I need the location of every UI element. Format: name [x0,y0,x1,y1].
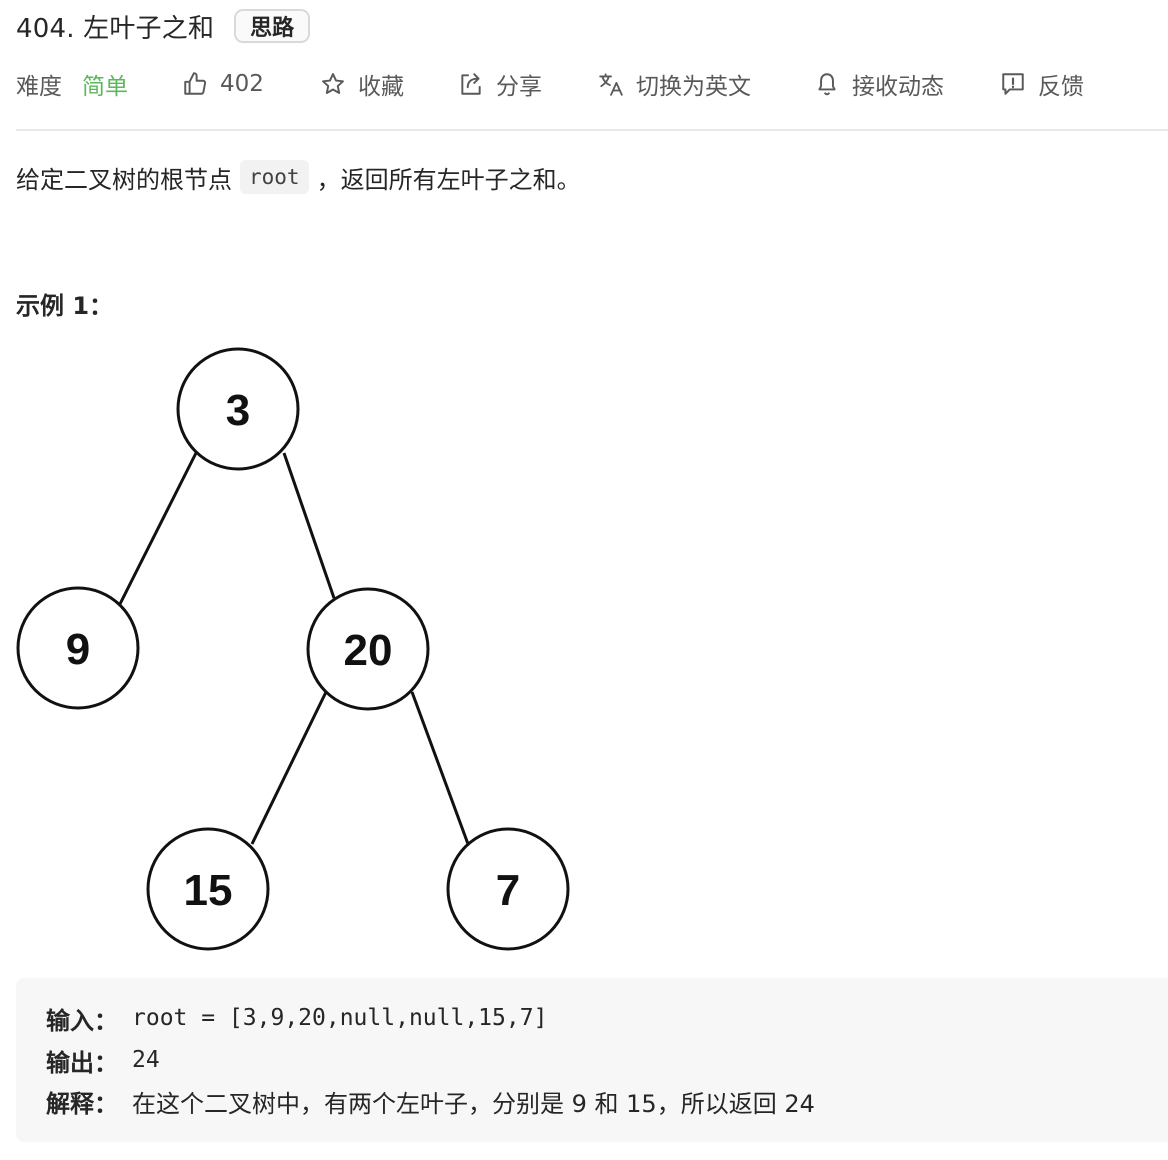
tree-nodes: 3 9 20 15 7 [16,347,570,951]
example-title: 示例 1： [16,292,114,320]
edge-3-9 [118,452,198,605]
edge-20-7 [410,691,470,845]
explain-value: 在这个二叉树中，有两个左叶子，分别是 9 和 15，所以返回 24 [132,1089,815,1118]
description-text-before: 给定二叉树的根节点 [16,165,232,194]
output-label: 输出： [46,1048,118,1077]
like-count: 402 [220,71,264,97]
example-block: 输入： root = [3,9,20,null,null,15,7] 输出： 2… [16,978,1168,1142]
tree-node-3: 3 [176,347,300,471]
tree-edges [118,452,470,845]
share-icon [461,73,481,95]
description-text-after: ，返回所有左叶子之和。 [316,165,581,194]
tree-node-15: 15 [146,827,270,951]
difficulty-label: 难度 [16,74,62,100]
feedback-icon [1002,73,1024,95]
node-label-20: 20 [344,626,393,675]
subscribe-button[interactable]: 接收动态 [814,62,944,106]
feedback-label: 反馈 [1038,74,1084,100]
difficulty-value: 简单 [82,74,128,100]
example-output: 输出： 24 [46,1042,160,1078]
translate-button[interactable]: 切换为英文 [598,62,751,106]
example-input: 输入： root = [3,9,20,null,null,15,7] [46,1000,547,1036]
favorite-button[interactable]: 收藏 [320,62,404,106]
tree-node-7: 7 [446,827,570,951]
title-row: 404. 左叶子之和 思路 [16,6,311,46]
explain-label: 解释： [46,1089,118,1118]
bell-icon [818,73,836,96]
header-divider [16,129,1168,131]
tree-node-20: 20 [306,587,430,711]
node-label-15: 15 [184,866,233,915]
thumbs-up-icon [184,72,207,95]
problem-description: 给定二叉树的根节点 root ，返回所有左叶子之和。 [16,156,581,198]
like-button[interactable]: 402 [182,62,264,106]
difficulty: 难度 简单 [16,62,128,106]
problem-toolbar: 难度 简单 402 收藏 分享 切换为英文 接收动态 [16,62,1156,106]
share-button[interactable]: 分享 [458,62,542,106]
edge-3-20 [282,452,336,599]
star-icon [322,73,344,94]
output-value: 24 [132,1047,160,1073]
problem-title: 404. 左叶子之和 [16,13,215,44]
subscribe-label: 接收动态 [852,74,944,100]
translate-icon [599,73,623,96]
example-explanation: 解释： 在这个二叉树中，有两个左叶子，分别是 9 和 15，所以返回 24 [46,1083,815,1119]
share-label: 分享 [496,74,542,100]
node-label-3: 3 [226,386,250,435]
feedback-button[interactable]: 反馈 [1000,62,1084,106]
translate-label: 切换为英文 [636,74,751,100]
node-label-7: 7 [496,866,520,915]
edge-20-15 [250,691,328,845]
input-label: 输入： [46,1006,118,1035]
favorite-label: 收藏 [358,74,404,100]
tree-node-9: 9 [16,586,140,710]
input-value: root = [3,9,20,null,null,15,7] [132,1005,548,1031]
hint-badge[interactable]: 思路 [234,9,311,43]
description-code: root [240,160,309,194]
node-label-9: 9 [66,625,90,674]
binary-tree-diagram: 3 9 20 15 7 [0,340,600,960]
binary-tree-svg: 3 9 20 15 7 [16,347,570,951]
